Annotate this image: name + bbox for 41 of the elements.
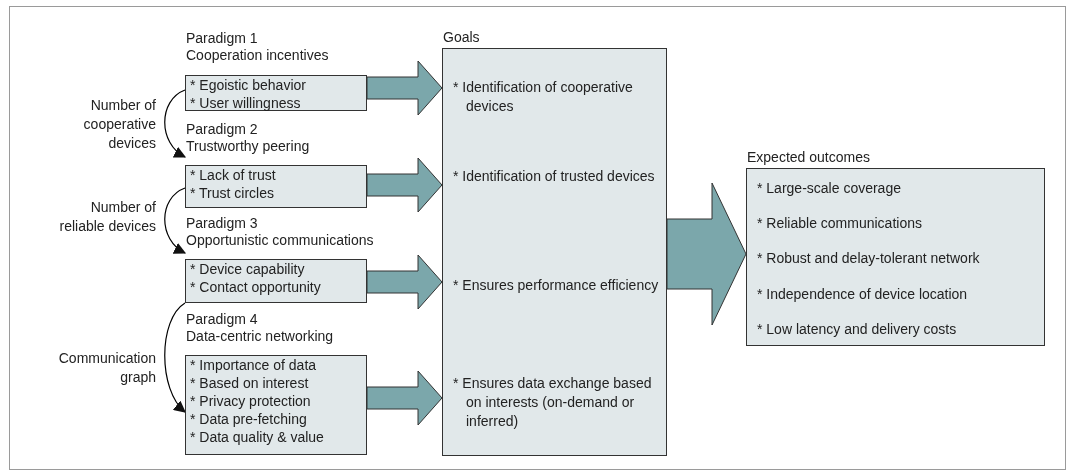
heading: Paradigm 2: [186, 121, 258, 138]
heading: Data-centric networking: [186, 328, 334, 345]
heading: Paradigm 3: [186, 215, 258, 232]
bullet-text: * Independence of device location: [757, 285, 969, 304]
bullet-text: * Importance of data: [190, 356, 318, 374]
bullet-text: * Ensures performance efficiency: [453, 276, 660, 295]
curved-arrow: [164, 89, 186, 158]
curved-arrow: [164, 302, 186, 413]
bullet-text: * Low latency and delivery costs: [757, 320, 958, 339]
bullet-text: * Device capability: [190, 260, 306, 278]
edge-label: Communication graph: [57, 349, 156, 387]
bullet-text: * Identification of cooperative devices: [453, 78, 634, 116]
heading: Paradigm 4: [186, 311, 258, 328]
edge-label: Number of reliable devices: [58, 198, 156, 236]
bullet-text: * Ensures data exchange based on interests (on-demand or inferred): [453, 374, 653, 431]
bullet-text: * Privacy protection: [190, 392, 312, 410]
bullet-text: * Large-scale coverage: [757, 179, 902, 198]
bullet-text: * Reliable communications: [757, 214, 923, 233]
bullet-text: * Contact opportunity: [190, 278, 322, 296]
curved-arrow: [164, 187, 186, 254]
block-arrow: [366, 370, 443, 426]
heading: Expected outcomes: [747, 149, 870, 166]
bullet-text: * Lack of trust: [190, 166, 277, 184]
bullet-text: * Identification of trusted devices: [453, 167, 656, 186]
bullet-text: * Based on interest: [190, 374, 310, 392]
bullet-text: * Data pre-fetching: [190, 410, 308, 428]
heading: Opportunistic communications: [186, 232, 374, 249]
bullet-text: * Egoistic behavior: [190, 76, 307, 94]
bullet-text: * Robust and delay-tolerant network: [757, 249, 981, 268]
bullet-text: * User willingness: [190, 94, 302, 112]
heading: Paradigm 1: [186, 30, 258, 47]
block-arrow: [366, 60, 443, 116]
heading: Trustworthy peering: [186, 138, 310, 155]
bullet-text: * Trust circles: [190, 184, 275, 202]
block-arrow: [366, 157, 443, 213]
block-arrow: [366, 254, 443, 310]
heading: Goals: [443, 29, 480, 46]
heading: Cooperation incentives: [186, 47, 329, 64]
block-arrow: [666, 182, 747, 326]
edge-label: Number of cooperative devices: [82, 96, 156, 153]
bullet-text: * Data quality & value: [190, 428, 325, 446]
